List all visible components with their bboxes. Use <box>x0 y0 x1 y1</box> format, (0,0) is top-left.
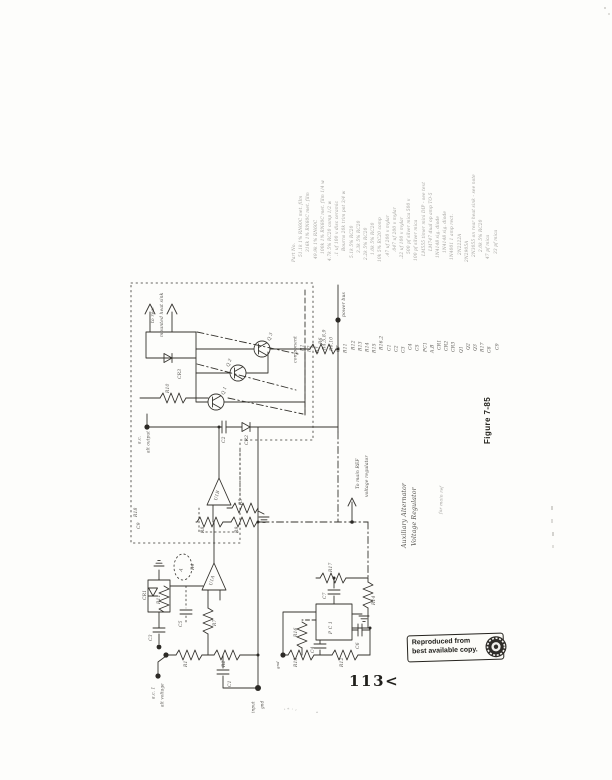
part-desc: LM747 dual op amp TO-5 <box>428 192 434 251</box>
part-desc: 33 pf mica <box>493 229 499 254</box>
ntis-seal-icon <box>485 636 507 658</box>
part-ref: C2 <box>393 345 399 352</box>
part-desc: 100k 1% RN60C met. film 1/4 w <box>320 180 326 254</box>
schematic-label: ʺ <box>316 711 319 717</box>
reproduction-stamp: Reproduced from best available copy. <box>406 632 507 663</box>
part-desc: 4.7k 5% RC20 comp 1/2 w <box>327 200 333 261</box>
part-ref: C8 <box>486 346 493 353</box>
scan-artifact <box>551 519 553 523</box>
part-ref: R16,2 <box>378 335 385 350</box>
scan-artifact <box>552 532 554 536</box>
opamp-u1a <box>169 521 227 656</box>
part-desc: 51.1k 1% RN60C met. film <box>298 195 304 257</box>
part-desc: 1N4001 1 amp rect. <box>449 214 455 260</box>
part-ref: C4 <box>407 343 414 350</box>
part-desc: 5.1k 5% RC20 <box>349 225 355 258</box>
part-ref: A,B <box>429 344 435 353</box>
part-desc: .047 uf 200 v mylar <box>392 207 398 252</box>
part-desc: 100 pf silver mica <box>413 219 419 261</box>
part-ref: R12 <box>350 340 356 350</box>
part-ref: R17 <box>479 342 486 352</box>
scan-artifact <box>551 506 553 510</box>
part-ref: R4,5,8,9 <box>321 329 327 350</box>
part-desc: 2N3055 on rear heat sink - see note <box>471 174 477 257</box>
part-ref: CR1 <box>436 339 443 350</box>
part-ref: Q1 <box>458 346 464 353</box>
part-ref: CR2 <box>443 340 450 351</box>
part-desc: 10k 5% RC20 comp <box>377 217 383 262</box>
part-ref: C5 <box>414 344 421 351</box>
part-ref: R14 <box>364 342 371 352</box>
part-desc: 316k 1% RN60C met. film <box>305 192 311 252</box>
part-ref: C9 <box>494 343 500 350</box>
scan-artifact <box>604 7 606 9</box>
cr1-r11-network <box>147 560 193 645</box>
part-ref: R13 <box>357 341 363 351</box>
part-desc: 3.3k 5% RC20 <box>356 220 362 253</box>
part-desc: 1N4148 sig. diode <box>442 211 448 253</box>
part-desc: 500 pf silver mica 500 v <box>406 198 412 254</box>
part-ref: R3 <box>314 346 320 353</box>
part-desc: 2N2905A <box>464 240 470 262</box>
part-ref: C1 <box>386 344 392 351</box>
part-ref: R15 <box>371 343 378 353</box>
figure-caption: Figure 7-85 <box>483 396 492 444</box>
part-ref: R1 <box>299 344 306 351</box>
part-ref: Q3 <box>472 344 479 351</box>
part-ref: R11 <box>342 343 349 353</box>
part-desc: 49.9k 1% RN60C <box>313 219 319 259</box>
part-ref: Q2 <box>465 343 471 350</box>
part-desc: .47 uf 200 v mylar <box>385 214 391 257</box>
part-ref: C3 <box>400 346 407 353</box>
part-ref: R2 <box>306 345 313 352</box>
scan-artifact <box>552 545 554 548</box>
part-ref: C7 <box>335 345 342 352</box>
part-desc: .1 uf 100 v disc ceramic <box>334 200 340 256</box>
part-desc: 1N4148 sig. diode <box>435 216 441 258</box>
junction-dots <box>144 317 372 691</box>
part-desc: 2.0k 5% RC20 <box>478 219 484 252</box>
page-number: 113< <box>349 672 400 690</box>
part-desc: .22 uf 100 v mylar <box>399 216 405 259</box>
pc1-subcircuit <box>282 572 374 661</box>
input-network <box>157 426 259 689</box>
part-ref: R6,10 <box>328 336 335 351</box>
part-ref: PC1 <box>422 342 428 352</box>
part-desc: 47 pf mica <box>485 234 491 259</box>
part-ref: component <box>292 335 299 363</box>
part-desc: LM555 timer mini DIP - see text <box>421 181 427 256</box>
part-desc: Bourns 20k trim pot 3/4 w <box>341 190 347 251</box>
part-desc: Part No. <box>291 242 297 262</box>
alt-output-line <box>146 413 339 434</box>
part-desc: 2N2222A <box>457 233 463 255</box>
part-desc: 2.2k 5% RC20 <box>363 227 369 260</box>
scan-artifact <box>608 13 610 15</box>
part-ref: CR3 <box>450 341 457 352</box>
part-desc: 1.0k 5% RC20 <box>370 222 376 255</box>
